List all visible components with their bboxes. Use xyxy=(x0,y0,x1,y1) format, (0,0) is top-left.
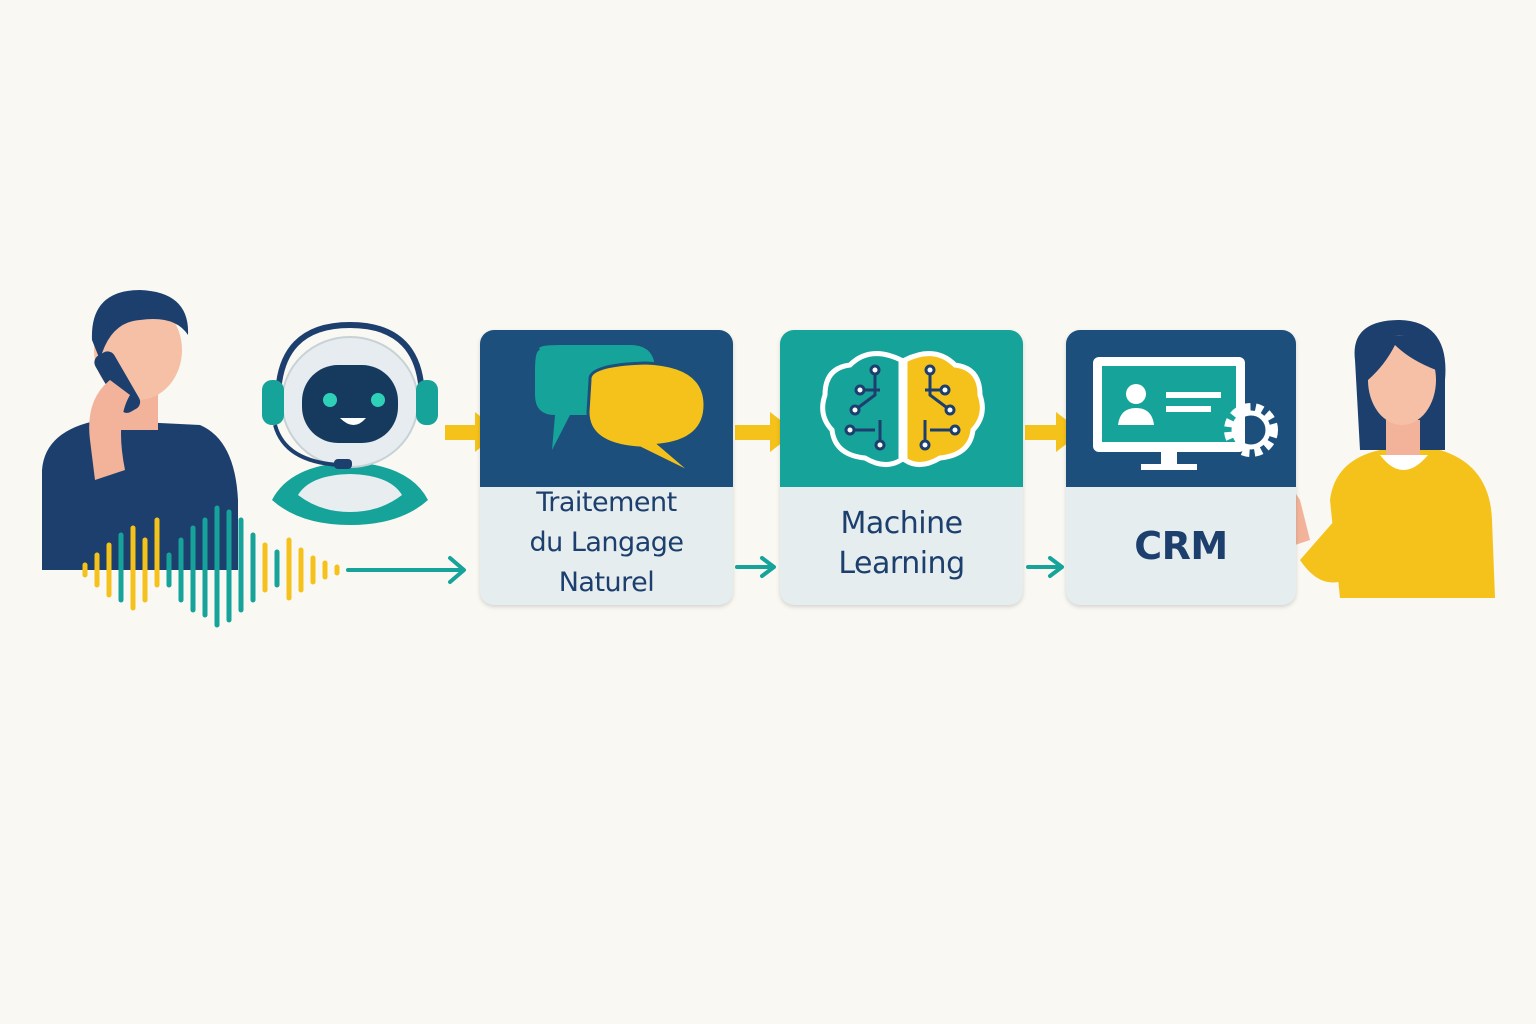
step-title: CRM xyxy=(1134,524,1228,568)
arrow-icon xyxy=(1026,556,1064,578)
monitor-gear-icon xyxy=(1093,357,1278,470)
step-title-line2: Learning xyxy=(838,546,965,581)
step-title-line1: Machine xyxy=(840,506,963,541)
arrow-icon xyxy=(735,556,776,578)
caller-person xyxy=(42,290,238,570)
robot-assistant-icon xyxy=(262,321,438,525)
step-title-line1: Traitement xyxy=(536,487,677,518)
arrow-icon xyxy=(346,556,466,584)
step-crm: CRM xyxy=(1066,330,1296,605)
voice-waveform-icon xyxy=(82,505,340,628)
step-nlp: Traitement du Langage Naturel xyxy=(480,330,733,605)
step-title-line2: du Langage Naturel xyxy=(529,527,684,598)
brain-circuit-icon xyxy=(820,351,985,467)
step-machine-learning: Machine Learning xyxy=(780,330,1023,605)
speech-bubbles-icon xyxy=(535,345,707,477)
teal-arrows xyxy=(346,556,1064,584)
agent-person xyxy=(1270,320,1495,598)
